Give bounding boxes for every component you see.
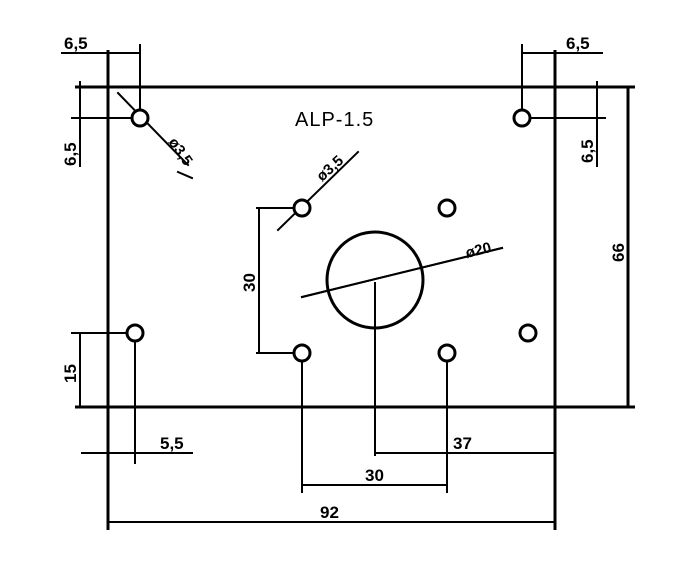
hole-lower-left <box>292 343 312 363</box>
dim-left-vertical-offset: 6,5 <box>61 142 80 166</box>
hole-right-side <box>518 323 538 343</box>
hole-lower-right <box>437 343 457 363</box>
hole-top-left <box>130 108 150 128</box>
leader-center-hole <box>276 150 360 232</box>
dim-bottom-left-vertical: 15 <box>61 364 80 383</box>
dim-overall-width: 92 <box>320 503 339 522</box>
dim-center-to-right: 37 <box>453 434 472 453</box>
hole-bottom-left <box>125 323 145 343</box>
dim-top-right-offset: 6,5 <box>566 34 590 53</box>
dim-right-vertical-offset: 6,5 <box>578 139 597 163</box>
hole-top-right <box>512 108 532 128</box>
dim-bottom-left-horizontal: 5,5 <box>160 434 184 453</box>
leader-center-bore-overlay <box>300 246 504 299</box>
dim-horizontal-spacing: 30 <box>365 466 384 485</box>
leader-corner-hole <box>116 91 190 167</box>
part-title: ALP-1.5 <box>295 109 374 131</box>
leader-corner-underline <box>176 170 194 180</box>
dim-vertical-spacing: 30 <box>240 273 259 292</box>
hole-upper-left <box>292 198 312 218</box>
dim-top-left-offset: 6,5 <box>64 34 88 53</box>
dim-corner-hole-diameter: ø3,5 <box>165 135 196 169</box>
dim-overall-height: 66 <box>609 243 628 262</box>
hole-upper-right <box>437 198 457 218</box>
